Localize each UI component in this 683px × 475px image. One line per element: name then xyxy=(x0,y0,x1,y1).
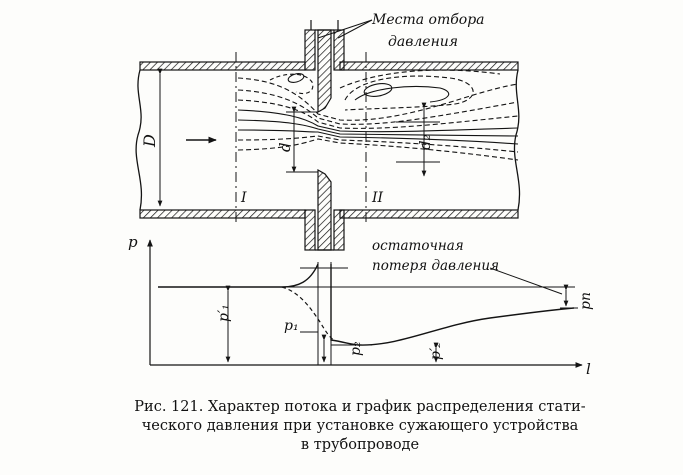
dimension-d xyxy=(286,106,318,173)
pipe-wall-top-left xyxy=(139,61,306,71)
orifice-plate xyxy=(304,29,345,251)
label-d: d xyxy=(276,142,294,152)
pressure-axes xyxy=(147,239,583,368)
label-p2-prime: p′₂ xyxy=(428,342,444,360)
label-p1-prime: p′₁ xyxy=(216,304,232,322)
flange-bottom-left xyxy=(304,209,316,251)
label-pressure-taps-2: давления xyxy=(388,34,458,50)
label-l-axis: l xyxy=(586,360,591,378)
label-section-2: II xyxy=(371,190,384,206)
pipe-wall-bottom-right xyxy=(339,209,519,219)
label-pn: pп xyxy=(578,292,594,310)
pressure-taps-callout xyxy=(317,19,373,39)
pressure-dimensions xyxy=(225,284,578,363)
label-p2: p₂ xyxy=(348,341,364,356)
label-section-1: I xyxy=(240,190,247,206)
dimension-d2 xyxy=(396,102,440,177)
pipe-wall-bottom-left xyxy=(139,209,306,219)
plate-upper xyxy=(317,29,332,114)
flange-top-right xyxy=(333,29,345,71)
label-pressure-taps-1: Места отбора xyxy=(371,12,485,28)
flange-bottom-right xyxy=(333,209,345,251)
label-p-axis: p xyxy=(128,233,138,251)
pipe-wall-top-right xyxy=(339,61,519,71)
label-residual-loss-1: остаточная xyxy=(372,238,464,254)
label-p1: p₁ xyxy=(284,318,299,334)
label-D: D xyxy=(140,134,159,148)
axis-pressure-curve xyxy=(281,286,335,341)
label-d2: d₂ xyxy=(416,134,434,150)
caption-line-1: Рис. 121. Характер потока и график распр… xyxy=(134,399,586,415)
caption-line-2: ческого давления при установке сужающего… xyxy=(141,418,579,434)
label-residual-loss-2: потеря давления xyxy=(372,258,499,274)
streamlines xyxy=(237,69,519,161)
flange-top-left xyxy=(304,29,316,71)
pipe-break-lines xyxy=(135,69,521,211)
caption-line-3: в трубопроводе xyxy=(300,437,420,453)
pressure-taps xyxy=(310,20,339,30)
section-lines xyxy=(235,52,367,225)
plate-projection xyxy=(300,262,372,365)
residual-loss-leader xyxy=(489,267,563,295)
plate-lower xyxy=(317,168,332,251)
